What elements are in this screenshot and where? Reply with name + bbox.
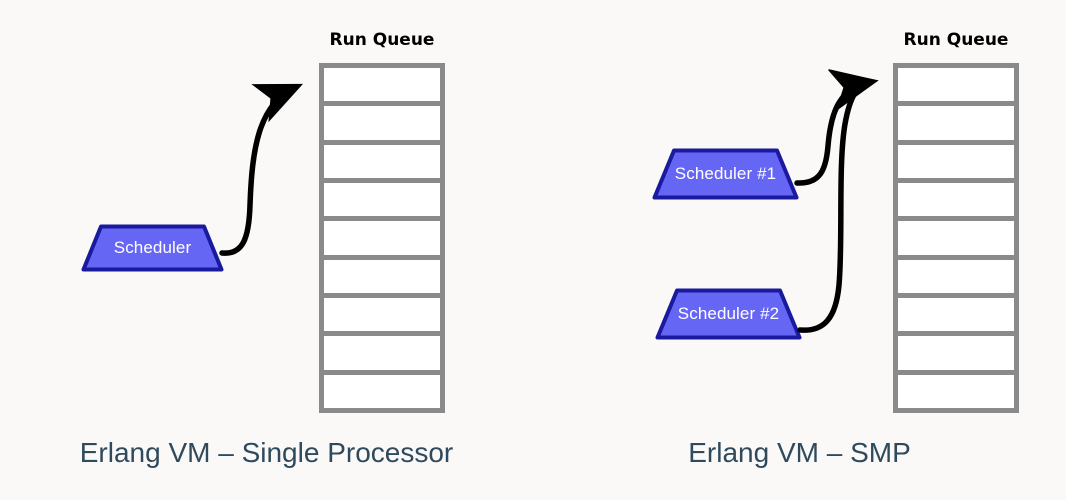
queue-cell	[898, 221, 1014, 260]
queue-cell	[324, 336, 440, 375]
queue-cell	[898, 374, 1014, 408]
run-queue-label-left: Run Queue	[329, 30, 435, 50]
trapezoid-icon	[655, 288, 802, 340]
scheduler-1-shape[interactable]: Scheduler #1	[652, 148, 799, 200]
queue-cell	[324, 259, 440, 298]
queue-cell	[324, 144, 440, 183]
queue-cell	[324, 106, 440, 145]
scheduler-shape[interactable]: Scheduler	[81, 224, 224, 272]
queue-cell	[324, 374, 440, 408]
queue-cell	[324, 221, 440, 260]
queue-cell	[898, 68, 1014, 107]
caption-single-processor: Erlang VM – Single Processor	[79, 437, 454, 468]
run-queue-label-right: Run Queue	[903, 30, 1009, 50]
run-queue-left	[319, 63, 445, 413]
queue-cell	[898, 182, 1014, 222]
queue-cell	[898, 106, 1014, 145]
run-queue-right	[893, 63, 1019, 413]
queue-cell	[898, 336, 1014, 375]
queue-cell	[898, 259, 1014, 298]
queue-cell	[324, 182, 440, 222]
scheduler-2-label: Scheduler #2	[677, 304, 780, 323]
queue-cell	[898, 297, 1014, 337]
panel-single-processor: Run Queue Scheduler Erlang VM – Single P…	[79, 30, 454, 468]
trapezoid-icon	[652, 148, 799, 200]
scheduler-1-label: Scheduler #1	[674, 164, 777, 183]
scheduler-2-shape[interactable]: Scheduler #2	[655, 288, 802, 340]
queue-cell	[324, 297, 440, 337]
queue-cell	[324, 68, 440, 107]
caption-smp: Erlang VM – SMP	[688, 437, 911, 468]
trapezoid-icon	[81, 224, 224, 272]
panel-smp: Run Queue Scheduler #1 Scheduler #2 Erla…	[533, 0, 1066, 500]
queue-cell	[898, 144, 1014, 183]
scheduler-label: Scheduler	[113, 238, 192, 257]
